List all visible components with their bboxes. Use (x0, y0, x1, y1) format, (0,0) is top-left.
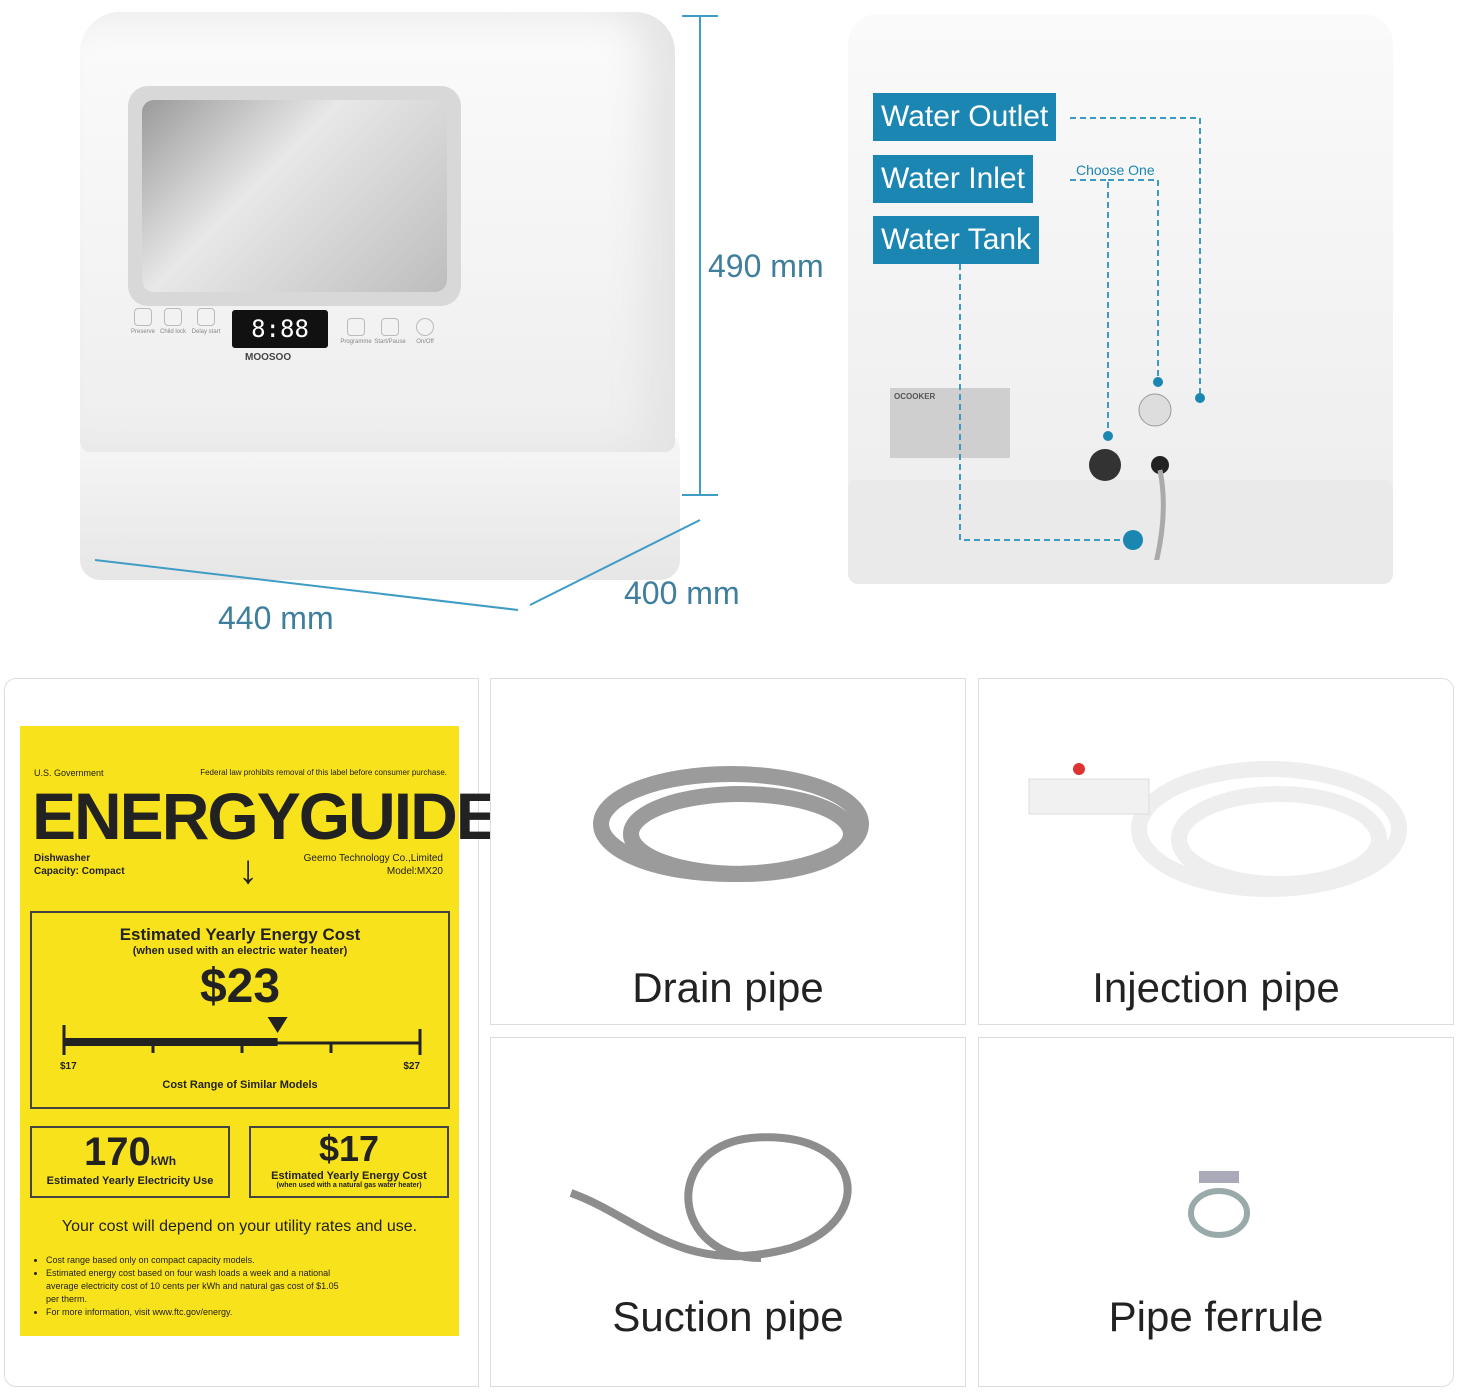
cost-range-scale (62, 1017, 422, 1055)
manufacturer: Geemo Technology Co.,Limited (303, 853, 443, 864)
lcd-display: 8:88 (232, 310, 328, 348)
energyguide-title: ENERGYGUIDE (32, 779, 500, 853)
dishwasher-window (128, 86, 461, 306)
cost-title: Estimated Yearly Energy Cost (119, 925, 361, 944)
gas-cost-subtitle: (when used with a natural gas water heat… (276, 1182, 422, 1189)
federal-text: Federal law prohibits removal of this la… (200, 768, 447, 777)
gas-cost-value: $17 (318, 1128, 380, 1169)
kwh-unit: kWh (150, 1154, 177, 1168)
label-water-inlet: Water Inlet (873, 155, 1033, 203)
gas-cost-title: Estimated Yearly Energy Cost (271, 1170, 427, 1182)
accessory-injection-pipe: Injection pipe (978, 678, 1454, 1025)
kwh-value: 170 (83, 1130, 151, 1174)
kwh-box: 170kWh Estimated Yearly Electricity Use (30, 1126, 230, 1198)
range-label: Cost Range of Similar Models (162, 1079, 318, 1091)
rating-plate: OCOOKER (890, 388, 1010, 458)
accessory-pipe-ferrule: Pipe ferrule (978, 1037, 1454, 1387)
height-dimension: 490 mm (708, 248, 824, 284)
injection-pipe-caption: Injection pipe (1092, 964, 1340, 1011)
pipe-ferrule-image (1188, 1171, 1250, 1238)
label-water-outlet: Water Outlet (873, 93, 1057, 141)
brand-logo: MOOSOO (245, 352, 292, 363)
range-min: $17 (60, 1061, 77, 1072)
accessory-suction-pipe: Suction pipe (490, 1037, 966, 1387)
width-dimension: 440 mm (218, 600, 334, 636)
control-preserve[interactable]: Preserve (123, 308, 163, 335)
kwh-label: Estimated Yearly Electricity Use (46, 1175, 214, 1187)
model: Model:MX20 (386, 866, 443, 877)
drain-pipe-caption: Drain pipe (632, 964, 824, 1011)
back-base (848, 480, 1393, 584)
gas-cost-box: $17 Estimated Yearly Energy Cost (when u… (249, 1126, 449, 1198)
cost-box: Estimated Yearly Energy Cost (when used … (30, 911, 450, 1109)
note-item: Estimated energy cost based on four wash… (46, 1267, 346, 1306)
label-water-tank: Water Tank (873, 216, 1040, 264)
appliance-type: Dishwasher (34, 853, 91, 864)
drain-pipe-image (593, 766, 869, 882)
pipe-ferrule-caption: Pipe ferrule (1108, 1293, 1324, 1340)
choose-one-note: Choose One (1076, 162, 1155, 178)
suction-pipe-image (569, 1133, 852, 1262)
accessory-drain-pipe: Drain pipe (490, 678, 966, 1025)
energy-guide-label: U.S. Government Federal law prohibits re… (20, 726, 500, 1336)
notes-list: Cost range based only on compact capacit… (46, 1254, 346, 1319)
control-child-lock[interactable]: Child lock (153, 308, 193, 335)
note-item: Cost range based only on compact capacit… (46, 1254, 346, 1267)
suction-pipe-caption: Suction pipe (612, 1293, 844, 1340)
gov-text: U.S. Government (34, 768, 104, 778)
injection-pipe-image (1028, 761, 1407, 897)
dishwasher-base (80, 430, 680, 580)
control-on-off[interactable]: On/Off (405, 318, 445, 345)
down-arrow-icon: ↓ (238, 848, 258, 892)
cost-value: $23 (199, 960, 281, 1013)
range-max: $27 (403, 1061, 420, 1072)
cost-subtitle: (when used with an electric water heater… (132, 945, 348, 957)
control-delay-start[interactable]: Delay start (186, 308, 226, 335)
control-start-pause[interactable]: Start/Pause (370, 318, 410, 345)
note-item: For more information, visit www.ftc.gov/… (46, 1306, 346, 1319)
control-programme[interactable]: Programme (336, 318, 376, 345)
connector-lines (959, 117, 1205, 560)
depth-dimension: 400 mm (624, 575, 740, 611)
capacity: Capacity: Compact (34, 866, 125, 877)
dimension-lines (94, 15, 718, 611)
depend-text: Your cost will depend on your utility ra… (61, 1218, 418, 1235)
